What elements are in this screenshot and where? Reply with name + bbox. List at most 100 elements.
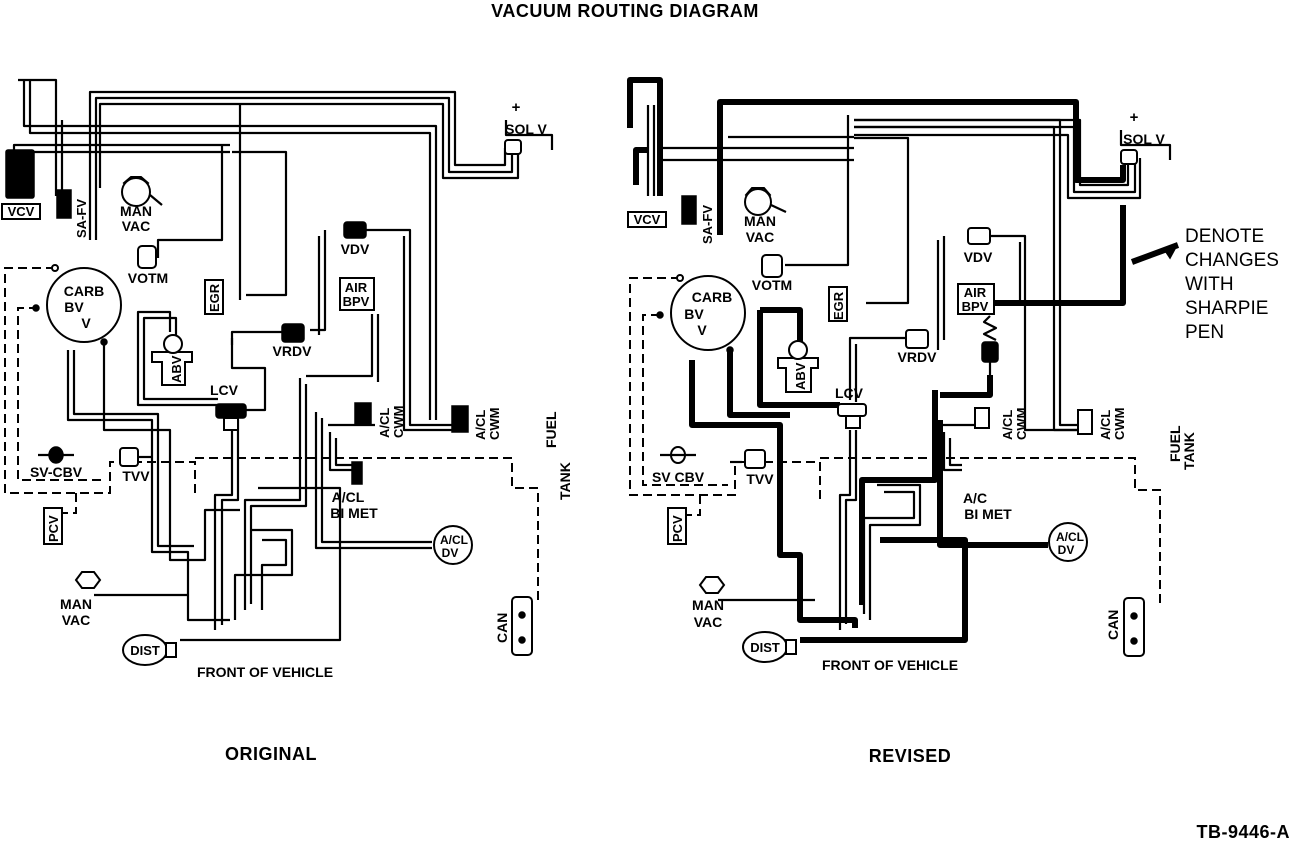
original-fuel-tank-label-1: FUEL <box>543 411 559 448</box>
original-sa-fv-valve <box>56 189 72 219</box>
revised-tvv-label: TVV <box>746 471 774 487</box>
revised-carb-label-1: CARB <box>692 289 732 305</box>
revised-sol-v-label: SOL V <box>1123 131 1165 147</box>
revised-man-vac-bottom-fitting <box>698 576 726 594</box>
original-acl-cwm-left-label-2: CWM <box>391 406 406 439</box>
original-vdv-label: VDV <box>341 241 370 257</box>
original-vdv-valve <box>343 221 367 239</box>
revised-vcv-label: VCV <box>634 212 661 227</box>
original-panel: VCV SA-FV MAN VAC VOTM EGR CARB BV V <box>1 78 573 764</box>
revised-note-line-4: SHARPIE <box>1185 298 1268 319</box>
revised-sa-fv-label: SA-FV <box>700 205 715 244</box>
revised-pcv-label: PCV <box>670 515 685 542</box>
revised-air-bpv-label-1: AIR <box>964 285 987 300</box>
revised-acl-cwm-right-label-1: A/CL <box>1098 410 1113 440</box>
original-votm-unit <box>137 245 157 269</box>
revised-dist-label: DIST <box>750 640 780 655</box>
original-egr-label: EGR <box>207 283 222 312</box>
revised-caption: REVISED <box>869 746 952 766</box>
original-man-vac-bottom-fitting <box>74 571 102 589</box>
original-man-vac-bottom-label-1: MAN <box>60 596 92 612</box>
original-carb-label-3: V <box>81 315 91 331</box>
original-sv-cbv-label: SV-CBV <box>30 464 83 480</box>
original-air-bpv-label-1: AIR <box>345 280 368 295</box>
revised-note-line-2: CHANGES <box>1185 250 1279 271</box>
original-air-bpv-label-2: BPV <box>343 294 370 309</box>
revised-vdv-valve <box>967 227 991 245</box>
revised-man-vac-bottom-label-1: MAN <box>692 597 724 613</box>
original-lcv-valve <box>215 403 247 419</box>
revised-acl-cwm-right-label-2: CWM <box>1112 408 1127 441</box>
revised-ac-bi-met-label-2: BI MET <box>964 506 1012 522</box>
revised-acl-cwm-left <box>974 407 990 429</box>
original-vrdv-label: VRDV <box>273 343 313 359</box>
original-acl-dv-valve <box>433 525 473 565</box>
revised-carb-bv-v <box>670 275 746 351</box>
revised-man-vac-bottom-label-2: VAC <box>694 614 723 630</box>
original-acl-bi-met-label-2: BI MET <box>330 505 378 521</box>
original-components: VCV SA-FV MAN VAC VOTM EGR CARB BV V <box>1 99 573 680</box>
original-tvv-label: TVV <box>122 468 150 484</box>
revised-air-bpv-spring <box>982 315 998 341</box>
original-sol-v-sign: + <box>512 99 521 116</box>
revised-lcv-label: LCV <box>835 385 864 401</box>
revised-acl-dv-label-2: DV <box>1058 543 1075 557</box>
revised-vdv-label: VDV <box>964 249 993 265</box>
original-can-label: CAN <box>494 613 510 643</box>
original-sa-fv-label: SA-FV <box>74 199 89 238</box>
original-can-canister <box>511 596 533 656</box>
revised-air-bpv-label-2: BPV <box>962 299 989 314</box>
original-acl-dv-label-1: A/CL <box>440 533 468 547</box>
revised-votm-unit <box>761 254 783 278</box>
original-vrdv-valve <box>281 323 305 343</box>
original-vcv-label: VCV <box>8 204 35 219</box>
revised-lcv-valve <box>837 403 867 417</box>
original-front-of-vehicle-label: FRONT OF VEHICLE <box>197 664 333 680</box>
revised-sol-v-sign: + <box>1130 109 1139 126</box>
revised-can-label: CAN <box>1105 610 1121 640</box>
original-carb-label-2: BV <box>64 299 84 315</box>
revised-man-vac-top-label-2: VAC <box>746 229 775 245</box>
original-sol-v-valve <box>504 139 522 155</box>
revised-sv-cbv-label: SV CBV <box>652 469 705 485</box>
original-tvv-valve <box>119 447 139 467</box>
revised-carb-label-2: BV <box>684 306 704 322</box>
original-dist-label: DIST <box>130 643 160 658</box>
original-sol-v-label: SOL V <box>505 121 547 137</box>
diagram-title: VACUUM ROUTING DIAGRAM <box>491 1 759 21</box>
original-carb-label-1: CARB <box>64 283 104 299</box>
revised-heavy-hoses <box>627 77 1180 643</box>
revised-man-vac-top-label-1: MAN <box>744 213 776 229</box>
original-fuel-tank-label-2: TANK <box>557 462 573 500</box>
original-man-vac-top-label-1: MAN <box>120 203 152 219</box>
original-vcv-valve <box>5 149 35 199</box>
original-acl-cwm-right-label-2: CWM <box>487 408 502 441</box>
original-abv-label: ABV <box>169 355 184 383</box>
reference-code: TB-9446-A <box>1196 822 1290 842</box>
revised-note-line-3: WITH <box>1185 274 1234 295</box>
revised-can-canister <box>1123 597 1145 657</box>
original-votm-label: VOTM <box>128 270 168 286</box>
revised-egr-label: EGR <box>831 291 846 320</box>
revised-dashed-lines <box>629 277 1161 608</box>
original-acl-cwm-right-label-1: A/CL <box>473 410 488 440</box>
revised-front-of-vehicle-label: FRONT OF VEHICLE <box>822 657 958 673</box>
original-acl-bi-met <box>351 461 363 485</box>
original-carb-bv-v <box>46 267 122 343</box>
revised-abv-label: ABV <box>793 362 808 390</box>
revised-note-line-1: DENOTE <box>1185 226 1264 247</box>
revised-acl-cwm-right <box>1077 409 1093 435</box>
revised-egr-box <box>828 286 848 322</box>
revised-ac-bi-met-label-1: A/C <box>963 490 987 506</box>
revised-fuel-tank-label-2: TANK <box>1181 432 1197 470</box>
original-acl-cwm-left <box>354 402 372 426</box>
original-acl-dv-label-2: DV <box>442 546 459 560</box>
original-pcv-label: PCV <box>46 515 61 542</box>
revised-sa-fv-valve <box>681 195 697 225</box>
original-acl-cwm-left-label-1: A/CL <box>377 408 392 438</box>
revised-note: DENOTE CHANGES WITH SHARPIE PEN <box>1185 226 1279 343</box>
revised-components: VCV SA-FV MAN VAC VOTM EGR CARB BV V <box>627 109 1279 673</box>
revised-thin-hoses <box>646 105 1142 630</box>
revised-fuel-tank-label-1: FUEL <box>1167 425 1183 462</box>
